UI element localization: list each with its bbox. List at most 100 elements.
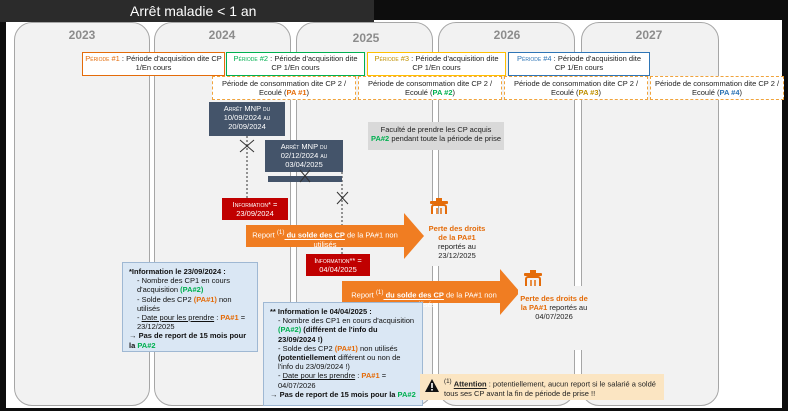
note-list: Nombre des CP1 en cours d'acquisition (P…: [129, 276, 251, 331]
note-pa: PA#1: [220, 313, 239, 323]
loss-bold: Perte des droits de la PA#1: [520, 294, 588, 312]
period-box-2: Période #2 : Période d'acquisition dite …: [226, 52, 365, 76]
report-bold: du solde des CP: [383, 290, 444, 300]
note-pa: PA#2: [397, 389, 416, 399]
note-bold: (potentiellement: [278, 353, 336, 363]
conso-end: ): [306, 88, 310, 97]
note-text: = 04/07/2026: [278, 371, 387, 390]
note-text: différent ou non de l'info du 23/09/2024…: [278, 353, 401, 372]
note-conclusion: → Pas de report de 15 mois pour la PA#2: [270, 389, 416, 399]
note-item: Nombre des CP1 en cours d'acquisition (P…: [137, 276, 251, 294]
note-list: Nombre des CP1 en cours d'acquisition (P…: [270, 316, 416, 390]
information-note-2: ** Information le 04/04/2025 : Nombre de…: [263, 302, 423, 406]
report-bold: du solde des CP: [284, 230, 345, 240]
warning-icon: [425, 379, 439, 392]
loss-box-2: Perte des droits de la PA#1 reportés au …: [518, 286, 590, 350]
note-pa: PA#2: [137, 340, 156, 350]
note-item: Date pour les prendre : PA#1 = 23/12/202…: [137, 313, 251, 331]
conso-end: ): [598, 88, 602, 97]
note-bold: (différent de l'info du 23/09/2024 !): [278, 325, 378, 344]
report-text: Report: [351, 290, 376, 300]
conso-box-4: Période de consommation dite CP 2 / Ecou…: [650, 76, 784, 100]
note-text: Solde des CP2: [141, 294, 194, 304]
year-label: 2026: [493, 28, 521, 42]
conso-end: ): [739, 88, 743, 97]
report-sup: (1): [375, 289, 384, 296]
report-text-2: Report (1) du solde des CP de la PA#1 no…: [346, 288, 502, 309]
report-text-1: Report (1) du solde des CP de la PA#1 no…: [250, 228, 400, 249]
note-text: Nombre des CP1 en cours d'acquisition: [282, 316, 415, 326]
note-conclusion: → Pas de report de 15 mois pour la PA#2: [129, 331, 247, 350]
information-2: Information** = 04/04/2025: [306, 254, 370, 276]
note-text: Date pour les prendre: [141, 313, 215, 323]
faculte-box: Faculté de prendre les CP acquis PA#2 pe…: [368, 122, 504, 150]
conso-text: Période de consommation dite CP 2 / Ecou…: [513, 79, 639, 97]
conso-end: ): [452, 88, 456, 97]
note-text: non utilisés: [137, 294, 232, 313]
information-note-1: *Information le 23/09/2024 : Nombre des …: [122, 262, 258, 352]
period-box-1: Période #1 : Période d'acquisition dite …: [82, 52, 225, 76]
note-title: ** Information le 04/04/2025 :: [270, 307, 372, 316]
period-text: : Période d'acquisition dite CP 1/En cou…: [119, 54, 222, 72]
period-text: : Période d'acquisition dite CP 1/En cou…: [409, 54, 499, 72]
conso-box-2: Période de consommation dite CP 2 / Ecou…: [358, 76, 502, 100]
arret-box-2: Arrêt MNP du 02/12/2024 au 03/04/2025: [265, 140, 343, 172]
note-item: Nombre des CP1 en cours d'acquisition (P…: [278, 316, 416, 344]
conso-text: Période de consommation dite CP 2 / Ecou…: [367, 79, 493, 97]
note-text: = 23/12/2025: [137, 313, 246, 332]
information-1: Information* = 23/09/2024: [222, 198, 288, 220]
note-pa: (PA#1): [193, 294, 217, 304]
warning-text: : potentiellement, aucun report si le sa…: [444, 379, 656, 398]
conso-pa: PA #4: [719, 88, 740, 97]
period-box-4: Période #4 : Période d'acquisition dite …: [508, 52, 650, 76]
note-pa: PA#1: [361, 371, 380, 381]
report-arrow-2: [342, 269, 520, 315]
faculte-text-end: pendant toute la période de prise: [389, 134, 501, 143]
report-arrow-1: [246, 213, 424, 259]
arret-box-1: Arrêt MNP du 10/09/2024 au 20/09/2024: [209, 102, 285, 136]
loss-bold: Perte des droits de la PA#1: [428, 224, 486, 242]
report-text: Report: [252, 230, 277, 240]
note-pa: (PA#2): [180, 285, 204, 295]
conso-pa: PA #3: [578, 88, 599, 97]
note-text: Solde des CP2: [282, 343, 335, 353]
faculte-pa: PA#2: [371, 134, 390, 143]
loss-text: reportés au 04/07/2026: [535, 303, 588, 321]
slide-title: Arrêt maladie < 1 an: [0, 0, 374, 22]
warning-bold: Attention: [453, 379, 487, 389]
period-label: Période #2: [233, 54, 269, 63]
period-label: Période #1: [85, 54, 120, 63]
report-sup: (1): [276, 229, 285, 236]
conso-text: Période de consommation dite CP 2 / Ecou…: [654, 79, 780, 97]
note-text: Pas de report de 15 mois pour la: [129, 331, 247, 350]
period-text: : Période d'acquisition dite CP 1/En cou…: [268, 54, 358, 72]
report-end: de la PA#1 non utilisés: [412, 290, 497, 309]
period-text: : Période d'acquisition dite CP 1/En cou…: [551, 54, 641, 72]
period-box-3: Période #3 : Période d'acquisition dite …: [367, 52, 506, 76]
conso-pa: PA #2: [432, 88, 453, 97]
note-pa: (PA#1): [334, 343, 358, 353]
year-label: 2025: [352, 31, 380, 45]
note-title: *Information le 23/09/2024 :: [129, 267, 226, 276]
note-text: Date pour les prendre: [282, 371, 356, 381]
note-text: Pas de report de 15 mois pour la: [279, 389, 398, 399]
conso-box-3: Période de consommation dite CP 2 / Ecou…: [504, 76, 648, 100]
report-end: de la PA#1 non utilisés: [313, 230, 398, 249]
warning-sup: (1): [444, 378, 452, 385]
note-item: Date pour les prendre : PA#1 = 04/07/202…: [278, 371, 416, 389]
year-label: 2024: [208, 28, 236, 42]
year-label: 2027: [635, 28, 663, 42]
conso-box-1: Période de consommation dite CP 2 / Ecou…: [212, 76, 356, 100]
warning-box: (1) Attention : potentiellement, aucun r…: [420, 374, 664, 400]
loss-text: reportés au 23/12/2025: [438, 242, 476, 260]
note-text: non utilisés: [357, 343, 398, 353]
conso-pa: PA #1: [286, 88, 307, 97]
faculte-text: Faculté de prendre les CP acquis: [380, 125, 492, 134]
year-label: 2023: [68, 28, 96, 42]
note-pa: (PA#2): [278, 325, 302, 335]
note-text: Nombre des CP1 en cours d'acquisition: [137, 276, 230, 295]
loss-box-1: Perte des droits de la PA#1 reportés au …: [424, 214, 490, 266]
period-label: Période #3: [374, 54, 410, 63]
